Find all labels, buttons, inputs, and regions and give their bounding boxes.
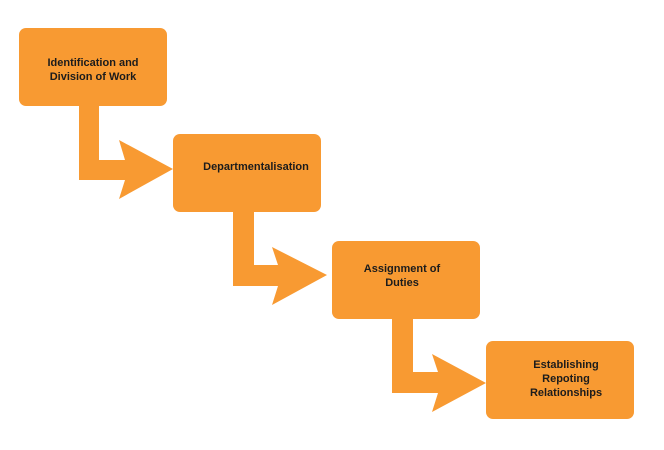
- step-label-identification: Identification and Division of Work: [19, 56, 167, 84]
- connector-arrow-3: [392, 317, 486, 412]
- step-label-line: Division of Work: [49, 71, 137, 83]
- connector-arrow-2: [233, 210, 327, 305]
- step-box-assignment: [332, 241, 480, 319]
- step-label-departmentalisation: Departmentalisation: [191, 160, 321, 174]
- step-label-reporting: Establishing Repoting Relationships: [516, 358, 616, 400]
- step-box-reporting: [486, 341, 634, 419]
- step-box-identification: [19, 28, 167, 106]
- step-label-line: Departmentalisation: [203, 161, 309, 173]
- connector-arrow-1: [79, 104, 173, 199]
- step-label-line: Duties: [385, 277, 419, 289]
- step-label-line: Identification and: [47, 57, 139, 69]
- step-box-departmentalisation: [173, 134, 321, 212]
- step-label-line: Assignment of: [363, 263, 441, 275]
- step-label-assignment: Assignment of Duties: [352, 262, 452, 290]
- step-label-line: Establishing: [533, 359, 599, 371]
- step-label-line: Repoting: [542, 373, 590, 385]
- step-label-line: Relationships: [529, 387, 603, 399]
